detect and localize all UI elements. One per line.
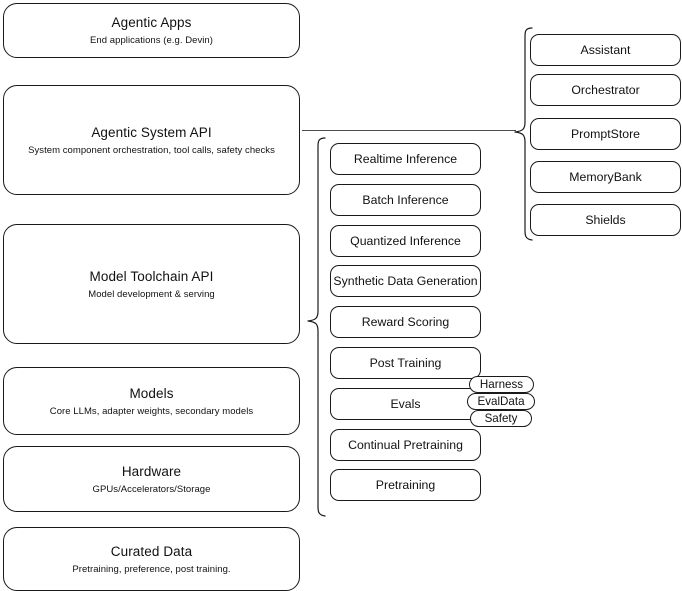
component-box-shields[interactable]: Shields — [530, 204, 681, 236]
component-label: Shields — [585, 212, 626, 227]
capability-label: Post Training — [369, 355, 442, 370]
connector-line-agentic-system — [302, 130, 516, 132]
component-box-orchestrator[interactable]: Orchestrator — [530, 74, 681, 106]
component-label: MemoryBank — [569, 169, 642, 184]
layer-title: Model Toolchain API — [89, 268, 214, 284]
layer-subtitle: Core LLMs, adapter weights, secondary mo… — [49, 405, 254, 417]
evals-tag-safety[interactable]: Safety — [470, 410, 532, 427]
component-box-memorybank[interactable]: MemoryBank — [530, 161, 681, 193]
capability-box-synthetic-data-generation[interactable]: Synthetic Data Generation — [330, 265, 481, 297]
layer-subtitle: System component orchestration, tool cal… — [28, 144, 275, 156]
layer-box-model-toolchain-api[interactable]: Model Toolchain API Model development & … — [3, 224, 300, 344]
capability-label: Batch Inference — [362, 192, 449, 207]
component-box-assistant[interactable]: Assistant — [530, 34, 681, 66]
component-label: Orchestrator — [571, 82, 640, 97]
brace-agentic-system — [514, 27, 533, 241]
capability-box-batch-inference[interactable]: Batch Inference — [330, 184, 481, 216]
component-label: PromptStore — [570, 126, 641, 141]
layer-box-models[interactable]: Models Core LLMs, adapter weights, secon… — [3, 367, 300, 435]
capability-box-post-training[interactable]: Post Training — [330, 347, 481, 379]
component-box-promptstore[interactable]: PromptStore — [530, 118, 681, 150]
layer-title: Curated Data — [110, 543, 193, 559]
evals-tag-evaldata[interactable]: EvalData — [467, 393, 535, 410]
layer-subtitle: Model development & serving — [88, 288, 215, 300]
layer-subtitle: GPUs/Accelerators/Storage — [92, 483, 211, 495]
layer-title: Agentic Apps — [111, 15, 192, 30]
capability-label: Realtime Inference — [353, 151, 458, 166]
evals-tag-label: Harness — [479, 377, 524, 391]
layer-title: Agentic System API — [91, 124, 212, 140]
capability-label: Continual Pretraining — [348, 437, 463, 452]
layer-subtitle: Pretraining, preference, post training. — [72, 563, 231, 575]
capability-box-reward-scoring[interactable]: Reward Scoring — [330, 306, 481, 338]
layer-box-agentic-apps[interactable]: Agentic Apps End applications (e.g. Devi… — [3, 3, 300, 58]
capability-label: Reward Scoring — [361, 314, 450, 329]
evals-tag-label: Safety — [484, 411, 518, 425]
capability-label: Quantized Inference — [350, 233, 461, 248]
brace-toolchain — [307, 137, 326, 517]
layer-box-hardware[interactable]: Hardware GPUs/Accelerators/Storage — [3, 446, 300, 512]
capability-box-continual-pretraining[interactable]: Continual Pretraining — [330, 429, 481, 461]
capability-box-evals[interactable]: Evals — [330, 388, 481, 420]
capability-box-quantized-inference[interactable]: Quantized Inference — [330, 225, 481, 257]
layer-title: Hardware — [121, 463, 182, 479]
evals-tag-harness[interactable]: Harness — [469, 376, 534, 393]
component-label: Assistant — [580, 42, 631, 57]
evals-tag-label: EvalData — [477, 394, 525, 408]
capability-box-realtime-inference[interactable]: Realtime Inference — [330, 143, 481, 175]
layer-box-agentic-system-api[interactable]: Agentic System API System component orch… — [3, 85, 300, 195]
capability-label: Pretraining — [375, 477, 436, 492]
capability-label: Synthetic Data Generation — [333, 273, 478, 288]
layer-box-curated-data[interactable]: Curated Data Pretraining, preference, po… — [3, 527, 300, 591]
layer-subtitle: End applications (e.g. Devin) — [90, 35, 213, 46]
capability-box-pretraining[interactable]: Pretraining — [330, 469, 481, 501]
capability-label: Evals — [390, 396, 421, 411]
layer-title: Models — [129, 385, 174, 401]
